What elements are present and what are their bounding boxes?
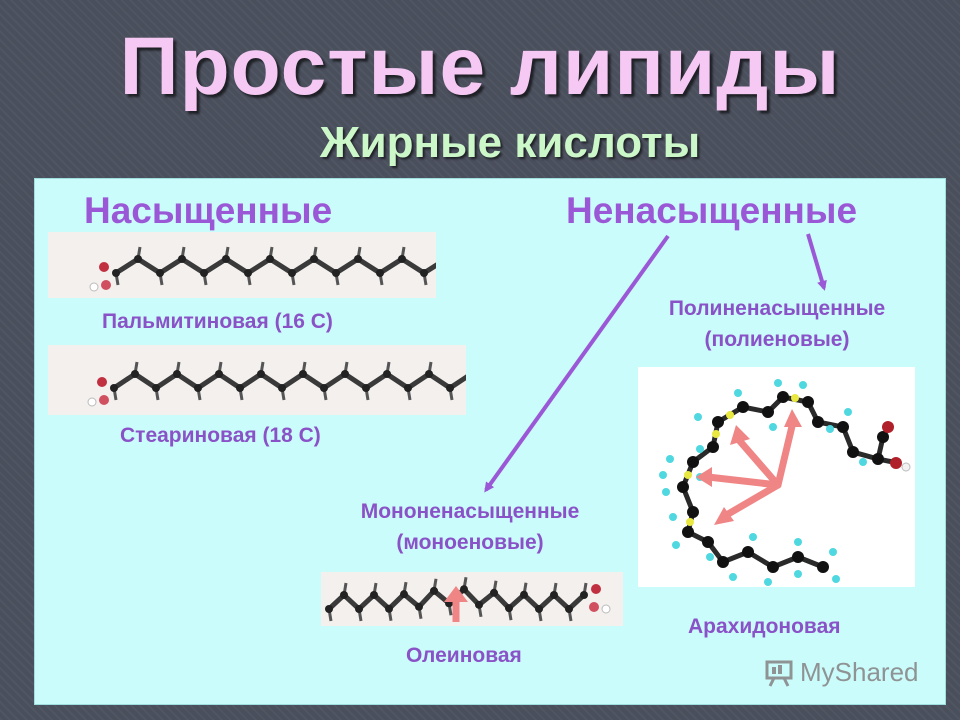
polyunsaturated-label-line2: (полиеновые) <box>704 328 850 351</box>
stearic-chain-svg <box>87 361 466 407</box>
presentation-icon <box>765 660 793 687</box>
monounsaturated-label-line2: (моноеновые) <box>396 531 544 554</box>
stearic-acid-model <box>48 345 466 415</box>
oleic-chain-svg <box>325 576 611 622</box>
watermark: MyShared <box>764 657 919 688</box>
oleic-pointer-arrow <box>444 586 468 622</box>
unsaturated-heading: Ненасыщенные <box>566 190 858 231</box>
monounsaturated-label-line1: Мононенасыщенные <box>360 500 580 523</box>
polyunsaturated-label-line1: Полиненасыщенные <box>668 297 886 320</box>
oleic-acid-model <box>321 572 623 626</box>
polyunsaturated-label: Полиненасыщенные (полиеновые) <box>632 293 922 355</box>
watermark-text: MyShared <box>800 657 919 687</box>
arachidonic-svg <box>659 379 911 586</box>
oleic-label: Олеиновая <box>406 644 522 667</box>
monounsaturated-label: Мононенасыщенные (моноеновые) <box>320 496 620 558</box>
arachidonic-label: Арахидоновая <box>688 615 841 638</box>
stearic-label: Стеариновая (18 С) <box>120 424 321 447</box>
arachidonic-acid-model <box>638 367 915 587</box>
palmitic-chain-svg <box>89 246 436 292</box>
palmitic-label: Пальмитиновая (16 С) <box>102 310 333 333</box>
palmitic-acid-model <box>48 232 436 298</box>
saturated-heading: Насыщенные <box>84 190 333 231</box>
slide-subtitle: Жирные кислоты <box>319 118 701 167</box>
slide-title: Простые липиды <box>119 21 841 112</box>
